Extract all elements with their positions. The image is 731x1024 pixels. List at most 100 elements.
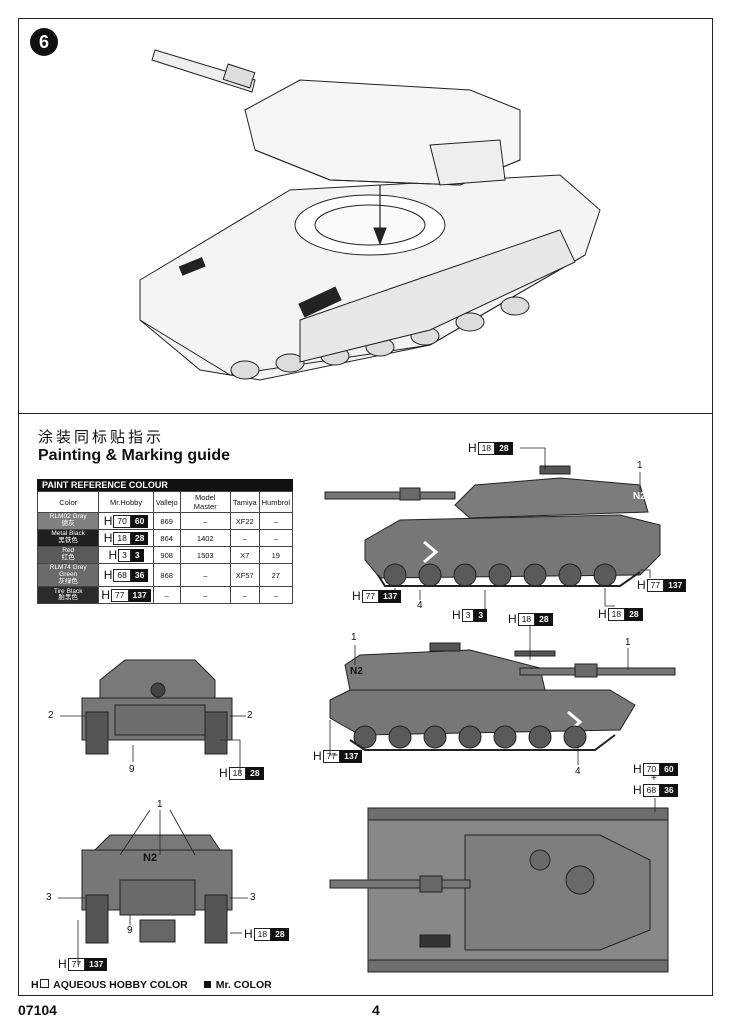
vallejo-code: 864 [152, 529, 181, 547]
code-black: 28 [535, 612, 553, 626]
humbrol-code: – [258, 512, 294, 530]
label-1: 1 [637, 460, 643, 471]
title-chinese: 涂装同标贴指示 [38, 428, 165, 446]
color-name-en: RLM02 Gray [49, 513, 87, 521]
code-white: 70 [642, 762, 661, 776]
tamiya-code: XF22 [229, 512, 260, 530]
color-name-cn: 德灰 [61, 520, 75, 527]
label-9: 9 [129, 764, 135, 775]
color-name-en: Metal Black [51, 530, 85, 538]
label-1: 1 [625, 637, 631, 648]
code-white: 18 [113, 531, 131, 545]
marking-n2-side1: N2 [633, 491, 646, 502]
model-master-code: – [179, 562, 231, 588]
code-white: 18 [517, 612, 536, 626]
code-white: 18 [228, 766, 247, 780]
marking-n2-side2: N2 [350, 666, 363, 677]
model-master-code: 1402 [179, 529, 231, 547]
top-view [329, 807, 669, 973]
legend-mr-color: Mr. COLOR [203, 979, 272, 991]
table-header-row: Color Mr.Hobby Vallejo Model Master Tami… [36, 491, 294, 513]
code-black: 28 [625, 607, 643, 621]
rear-view [81, 834, 233, 944]
h-label: H [468, 441, 477, 455]
page-number: 4 [372, 1002, 380, 1018]
header-tamiya: Tamiya [229, 491, 260, 513]
legend-h: H [31, 979, 39, 991]
label-4: 4 [575, 766, 581, 777]
color-name-cn: 红色 [61, 554, 75, 561]
code-white: 77 [361, 589, 380, 603]
code-black: 137 [85, 957, 108, 971]
page-frame [18, 18, 713, 996]
table-caption: PAINT REFERENCE COLOUR [37, 479, 293, 491]
section-divider [18, 413, 713, 414]
code-black: 36 [660, 783, 678, 797]
code-white: 18 [607, 607, 626, 621]
assembly-drawing [139, 49, 601, 381]
code-white: 68 [642, 783, 661, 797]
label-2: 2 [48, 710, 54, 721]
model-master-code: – [179, 512, 231, 530]
code-black: 3 [474, 608, 488, 622]
h-label: H [101, 588, 111, 603]
h-label: H [219, 766, 228, 780]
marking-n2-rear: N2 [143, 852, 158, 864]
code-black: 36 [130, 568, 149, 582]
code-black: 28 [271, 927, 289, 941]
label-2: 2 [247, 710, 253, 721]
plus-sign: + [651, 773, 657, 784]
model-master-code: – [179, 586, 231, 605]
square-icon [203, 981, 211, 988]
humbrol-code: – [258, 586, 294, 605]
color-name-cn: 黑铁色 [58, 537, 78, 544]
color-name-en: Red [62, 547, 75, 555]
header-humbrol: Humbrol [258, 491, 294, 513]
model-master-code: 1503 [179, 546, 231, 564]
h-label: H [452, 608, 461, 622]
code-black: 28 [246, 766, 264, 780]
code-white: 77 [322, 749, 341, 763]
label-3: 3 [46, 892, 52, 903]
code-black: 137 [379, 589, 402, 603]
header-model-master: Model Master [179, 491, 231, 513]
product-code: 07104 [18, 1002, 57, 1018]
front-view [81, 659, 233, 755]
paint-reference-table: PAINT REFERENCE COLOUR Color Mr.Hobby Va… [36, 479, 294, 605]
h-label: H [103, 568, 113, 583]
code-black: 28 [495, 441, 513, 455]
label-9: 9 [127, 925, 133, 936]
color-name-cn: 灰绿色 [58, 577, 78, 585]
label-3: 3 [250, 892, 256, 903]
color-name-cn: 胎黑色 [58, 594, 78, 602]
code-white: 18 [477, 441, 496, 455]
header-vallejo: Vallejo [152, 491, 181, 513]
color-name-en: Tire Black [53, 587, 83, 595]
code-black: 60 [660, 762, 678, 776]
code-black: 60 [130, 514, 149, 528]
h-label: H [244, 927, 253, 941]
code-white: 18 [253, 927, 272, 941]
vallejo-code: 908 [152, 546, 181, 564]
h-label: H [633, 762, 642, 776]
code-white: 68 [113, 568, 131, 582]
tamiya-code: – [229, 586, 260, 605]
